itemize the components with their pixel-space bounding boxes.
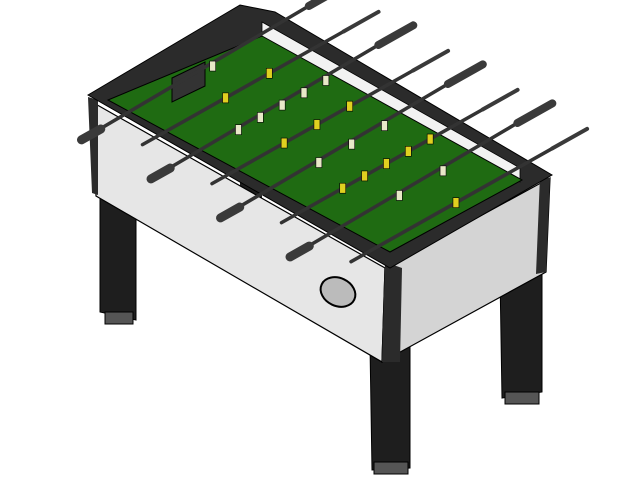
corner-post-right xyxy=(536,176,550,274)
rod-end xyxy=(480,87,520,112)
player-figure xyxy=(257,112,264,123)
corner-post-left xyxy=(88,97,98,195)
rod xyxy=(288,121,520,259)
rod-handle[interactable] xyxy=(216,202,245,223)
rod-end xyxy=(550,126,590,151)
corner-post-front xyxy=(382,262,402,362)
rod-handle-far[interactable] xyxy=(443,60,487,89)
player-figure xyxy=(346,100,354,112)
rod-end xyxy=(411,48,451,73)
player-figure xyxy=(383,158,390,169)
rod xyxy=(279,107,485,225)
rod xyxy=(210,68,415,186)
rod-handle[interactable] xyxy=(285,241,314,262)
player-figure xyxy=(209,60,216,72)
leg-foot-front-right xyxy=(373,461,409,475)
rod xyxy=(149,43,381,181)
player-figure xyxy=(381,120,388,131)
rod-handle-far[interactable] xyxy=(374,21,418,49)
table-legs xyxy=(99,150,543,475)
playfield xyxy=(106,35,524,253)
player-figure xyxy=(222,92,229,104)
player-figure xyxy=(313,119,321,130)
player-figure xyxy=(396,190,403,201)
ball-return-slot xyxy=(319,276,357,308)
player-figure xyxy=(300,87,308,99)
player-figure xyxy=(235,124,242,135)
player-figure xyxy=(348,138,355,150)
player-figure xyxy=(361,170,368,182)
player-figure xyxy=(426,133,434,145)
rod-handle-far[interactable] xyxy=(304,0,344,10)
leg-foot-front-left xyxy=(104,311,134,325)
player-figure xyxy=(280,137,288,149)
player-figure xyxy=(339,182,347,194)
rod xyxy=(218,82,450,220)
player-figure xyxy=(278,99,286,111)
rod-handle[interactable] xyxy=(146,163,175,184)
rod xyxy=(79,4,311,142)
rod xyxy=(349,146,554,264)
player-figure xyxy=(322,75,330,86)
rod-handle-far[interactable] xyxy=(513,99,557,128)
player-figure xyxy=(315,157,323,168)
player-figure xyxy=(265,67,273,79)
player-figure xyxy=(404,146,412,157)
leg-foot-right xyxy=(504,391,540,405)
player-figure xyxy=(452,197,460,208)
rod-end xyxy=(341,9,381,34)
rods-group xyxy=(77,0,590,264)
player-figure xyxy=(439,165,447,177)
rod xyxy=(140,29,346,147)
rod-handle[interactable] xyxy=(77,124,106,145)
